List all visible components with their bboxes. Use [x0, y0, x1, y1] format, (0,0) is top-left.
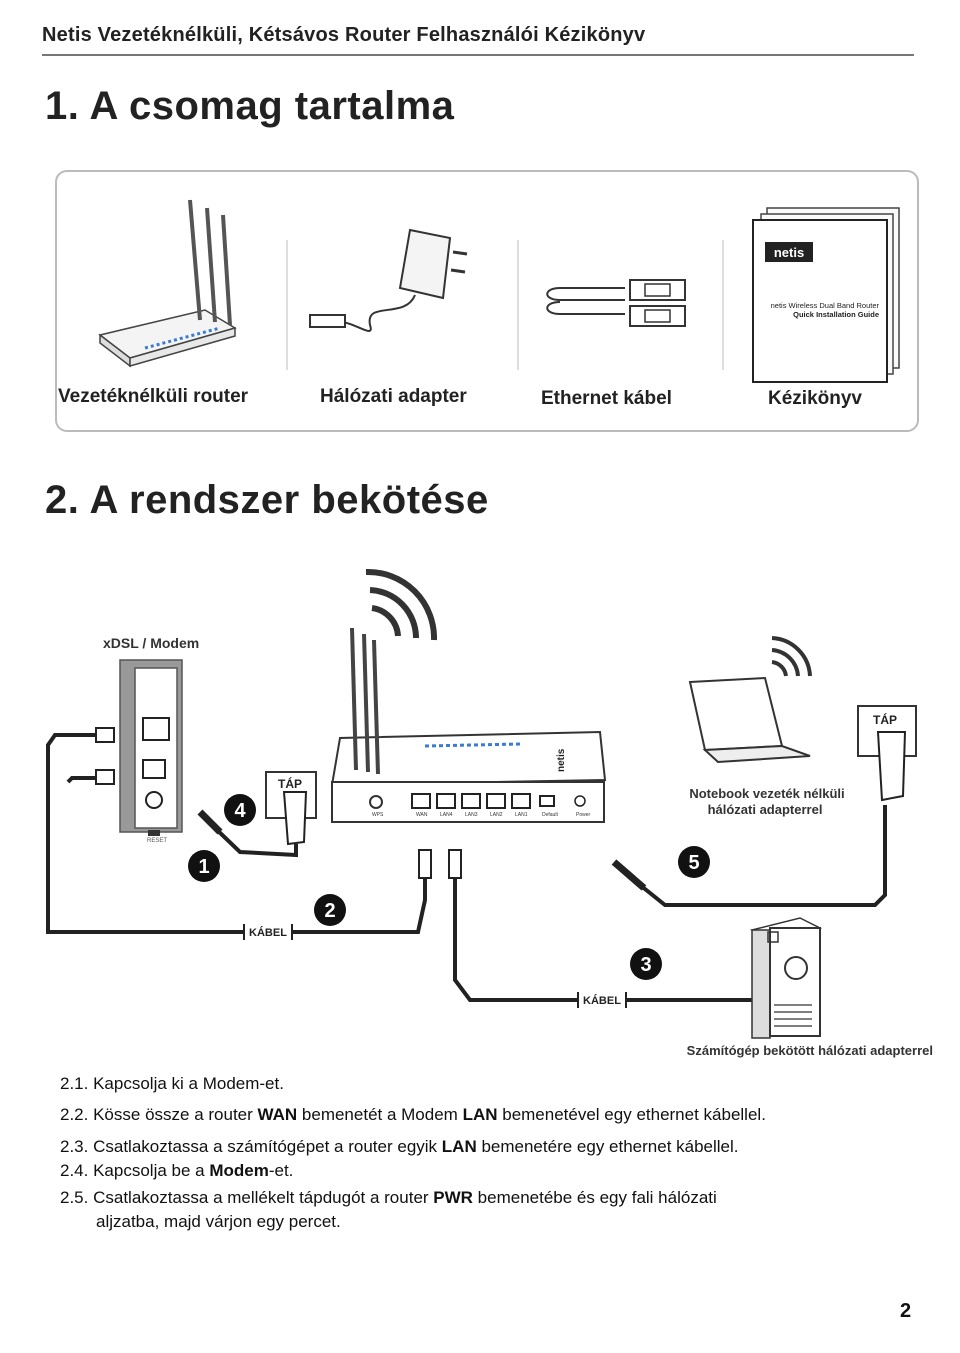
manual-title-line1: netis Wireless Dual Band Router: [771, 301, 880, 310]
header-divider: [42, 54, 914, 56]
tap-label-router: TÁP: [278, 776, 302, 791]
router-port-wan-label: WAN: [416, 812, 428, 818]
modem-illustration: [119, 659, 183, 836]
svg-text:2: 2: [324, 900, 335, 922]
page-number: 2: [900, 1300, 912, 1322]
item-label-adapter: Hálózati adapter: [320, 386, 467, 407]
router-brand-label: netis: [556, 748, 567, 772]
item-label-ethernet: Ethernet kábel: [541, 388, 672, 409]
router-wifi-icon: [365, 568, 438, 641]
cable-label-modem: KÁBEL: [249, 926, 287, 939]
step-marker-3: 3: [630, 948, 662, 980]
section1-title: 1. A csomag tartalma: [45, 84, 455, 128]
notebook-caption-line1: Notebook vezeték nélküli: [689, 786, 844, 801]
manual-brand: netis: [774, 245, 804, 260]
svg-text:3: 3: [640, 954, 651, 976]
power-adapter-icon: [309, 228, 468, 332]
router-port-lan3-label: LAN3: [465, 812, 478, 818]
router-icon: [98, 199, 237, 368]
tap-label-notebook: TÁP: [873, 712, 897, 727]
connection-diagram: xDSL / Modem RESET WPS WAN LAN4 LAN3 LAN…: [46, 568, 933, 1058]
router-port-lan1-label: LAN1: [515, 812, 528, 818]
modem-power-port-icon: [145, 791, 163, 809]
notebook-wifi-icon: [771, 636, 812, 677]
router-port-lan4-label: LAN4: [440, 812, 453, 818]
step-2-2: 2.2. Kösse össze a router WAN bemenetét …: [60, 1105, 766, 1124]
step-2-5: 2.5. Csatlakoztassa a mellékelt tápdugót…: [60, 1188, 717, 1207]
step-2-5-line2: aljzatba, majd várjon egy percet.: [96, 1212, 341, 1231]
router-port-lan2-label: LAN2: [490, 812, 503, 818]
ethernet-cable-icon: [546, 279, 686, 327]
step-2-3: 2.3. Csatlakoztassa a számítógépet a rou…: [60, 1137, 739, 1156]
notebook-caption-line2: hálózati adapterrel: [708, 802, 823, 817]
step-marker-2: 2: [314, 894, 346, 926]
svg-text:1: 1: [198, 856, 209, 878]
router-illustration: [330, 627, 607, 823]
router-port-default-label: Default: [542, 812, 558, 818]
cable-label-computer: KÁBEL: [583, 994, 621, 1007]
notebook-illustration: [688, 676, 811, 764]
desktop-computer-illustration: [749, 917, 823, 1039]
step-marker-4: 4: [224, 794, 256, 826]
modem-reset-label: RESET: [147, 838, 167, 844]
svg-text:4: 4: [234, 800, 246, 822]
cables: [46, 733, 887, 1002]
manual-icon: netis netis Wireless Dual Band Router Qu…: [752, 207, 900, 383]
item-label-router: Vezetéknélküli router: [58, 386, 249, 407]
computer-caption: Számítógép bekötött hálózati adapterrel: [687, 1043, 933, 1058]
step-2-4: 2.4. Kapcsolja be a Modem-et.: [60, 1161, 294, 1180]
router-port-power-label: Power: [576, 812, 591, 818]
document-header-title: Netis Vezetéknélküli, Kétsávos Router Fe…: [42, 24, 646, 46]
modem-phone-port-icon: [142, 759, 166, 779]
modem-label: xDSL / Modem: [103, 635, 199, 651]
step-marker-5: 5: [678, 846, 710, 878]
manual-title-line2: Quick Installation Guide: [793, 310, 879, 319]
item-label-manual: Kézikönyv: [768, 388, 862, 409]
section2-title: 2. A rendszer bekötése: [45, 478, 489, 522]
notebook-adapter-icon: [876, 731, 907, 802]
router-adapter-icon: [282, 791, 308, 846]
step-marker-1: 1: [188, 850, 220, 882]
step-2-1: 2.1. Kapcsolja ki a Modem-et.: [60, 1074, 284, 1093]
package-illustrations: netis netis Wireless Dual Band Router Qu…: [98, 199, 900, 383]
svg-text:5: 5: [688, 852, 699, 874]
modem-lan-port-icon: [142, 717, 170, 741]
router-port-wps-label: WPS: [372, 812, 384, 818]
